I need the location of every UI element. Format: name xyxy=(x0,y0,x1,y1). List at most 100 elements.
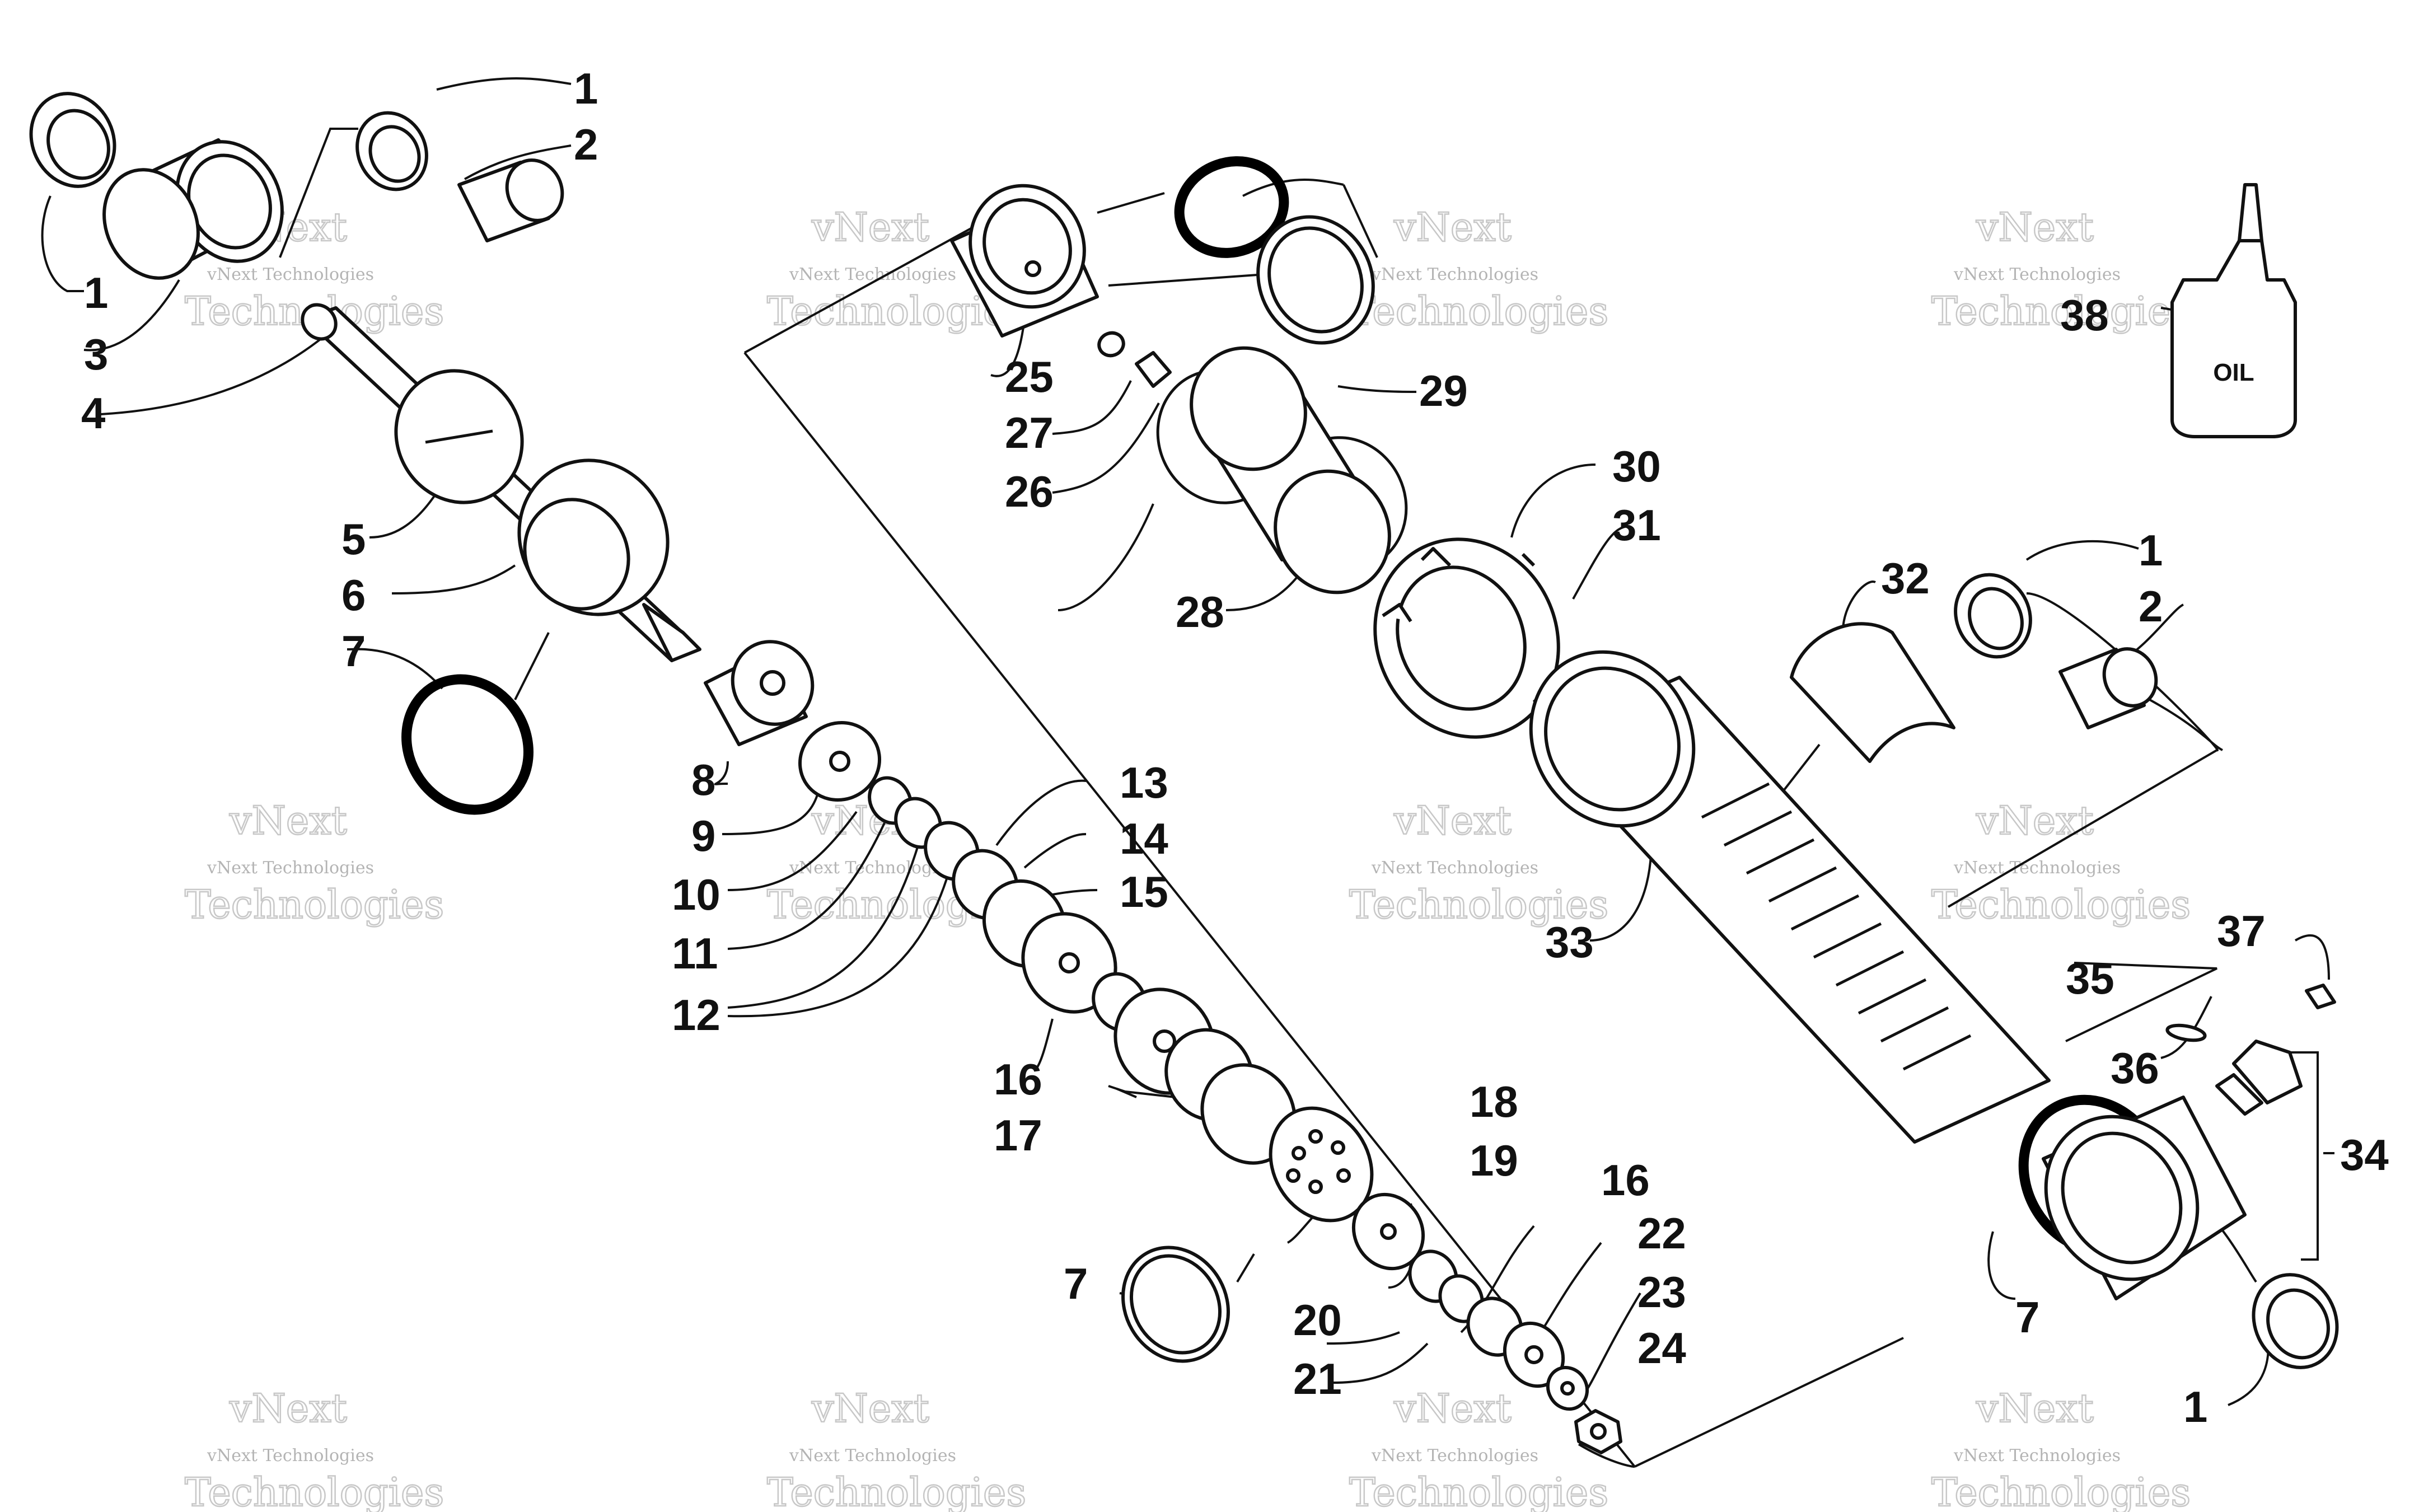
watermark-text: Technologies xyxy=(1349,1469,1608,1512)
callout-label: 22 xyxy=(1637,1209,1686,1258)
watermark-text: vNext Technologies xyxy=(1371,265,1538,284)
callout-label: 2 xyxy=(574,120,598,169)
piston-body xyxy=(394,369,524,504)
watermark-text: Technologies xyxy=(185,882,444,928)
bushing xyxy=(2252,1273,2339,1369)
shock-body xyxy=(1529,650,2051,1144)
watermark-text: vNext Technologies xyxy=(1953,1446,2121,1466)
shaft-eye-assembly xyxy=(517,458,701,662)
callout-label: 6 xyxy=(341,570,366,620)
watermark: vNext vNext Technologies Technologies xyxy=(1931,1385,2192,1512)
callout-label: 7 xyxy=(2015,1293,2039,1342)
callout-label: 10 xyxy=(672,870,720,919)
valve-core xyxy=(1135,351,1172,388)
callout-label: 3 xyxy=(84,330,108,379)
watermark-text: vNext Technologies xyxy=(207,1446,374,1466)
watermark-text: vNext xyxy=(1393,1385,1512,1431)
callout-label: 31 xyxy=(1612,500,1661,550)
bushing xyxy=(29,92,116,188)
watermark-text: vNext Technologies xyxy=(789,265,956,284)
watermark: vNext vNext Technologies Technologies xyxy=(1349,797,1609,929)
cap-screw xyxy=(2305,984,2336,1009)
callout-label: 12 xyxy=(672,990,720,1040)
watermark-text: vNext Technologies xyxy=(207,265,374,284)
callout-label: 16 xyxy=(1601,1155,1650,1205)
callout-label: 24 xyxy=(1637,1323,1686,1373)
watermark-text: vNext xyxy=(1976,204,2094,250)
watermark-text: vNext Technologies xyxy=(1371,1446,1538,1466)
callout-label: 17 xyxy=(994,1111,1042,1160)
watermark-text: vNext Technologies xyxy=(789,1446,956,1466)
watermark: vNext vNext Technologies Technologies xyxy=(1349,1385,1609,1512)
watermark-text: Technologies xyxy=(767,1469,1026,1512)
small-o-ring xyxy=(1097,331,1125,358)
washer xyxy=(798,720,882,802)
callout-label: 1 xyxy=(2139,526,2163,575)
callout-label: 33 xyxy=(1545,918,1594,967)
callout-layer: 1 2 1 3 4 5 6 7 8 9 10 11 12 13 14 15 16… xyxy=(81,64,2389,1431)
callout-label: 14 xyxy=(1120,814,1168,863)
watermark-text: vNext Technologies xyxy=(1953,858,2121,878)
watermark: vNext vNext Technologies Technologies xyxy=(184,1385,445,1512)
bushing xyxy=(355,111,428,191)
callout-label: 9 xyxy=(691,811,715,860)
washer xyxy=(1546,1365,1589,1411)
callout-label: 16 xyxy=(994,1055,1042,1104)
o-ring xyxy=(1174,156,1289,258)
callout-label: 32 xyxy=(1881,554,1930,603)
piston-ring xyxy=(1256,215,1375,345)
callout-label: 25 xyxy=(1005,352,1054,401)
callout-label: 20 xyxy=(1293,1295,1342,1345)
callout-label: 7 xyxy=(2015,1293,2039,1342)
callout-label: 2 xyxy=(2139,582,2163,631)
watermark-text: Technologies xyxy=(1931,1469,2191,1512)
bumper xyxy=(704,640,815,746)
watermark-text: vNext xyxy=(811,1385,929,1431)
watermark-text: vNext xyxy=(1976,798,2094,844)
watermark-text: vNext xyxy=(1976,1385,2094,1431)
bushing xyxy=(1954,573,2032,659)
nut xyxy=(1574,1409,1622,1454)
heat-shield xyxy=(1790,622,1955,763)
oil-bottle-label: OIL xyxy=(2213,359,2254,386)
callout-label: 28 xyxy=(1176,587,1224,636)
watermark-text: Technologies xyxy=(1931,288,2191,334)
watermark-text: Technologies xyxy=(1931,882,2191,928)
callout-label: 19 xyxy=(1470,1136,1518,1185)
spacer xyxy=(2058,647,2158,729)
callout-label: 35 xyxy=(2066,954,2114,1003)
watermark-text: Technologies xyxy=(1349,882,1608,928)
body-cap xyxy=(2042,1096,2247,1300)
watermark-text: vNext xyxy=(229,1385,347,1431)
callout-label: 11 xyxy=(672,929,718,978)
callout-label: 7 xyxy=(341,626,366,676)
callout-label: 5 xyxy=(341,514,366,564)
oil-bottle: OIL xyxy=(2170,183,2297,438)
callout-label: 21 xyxy=(1293,1354,1342,1403)
watermark: vNext vNext Technologies Technologies xyxy=(1931,204,2192,335)
callout-label: 38 xyxy=(2060,291,2109,340)
callout-label: 26 xyxy=(1005,467,1054,516)
watermark: vNext vNext Technologies Technologies xyxy=(1931,797,2192,929)
callout-label: 37 xyxy=(2217,906,2266,956)
callout-label: 7 xyxy=(1064,1259,1088,1308)
piston-band xyxy=(1121,1246,1230,1363)
watermark-text: vNext Technologies xyxy=(1953,265,2121,284)
watermark-text: vNext Technologies xyxy=(207,858,374,878)
callout-label: 27 xyxy=(1005,408,1054,457)
reservoir-piston xyxy=(950,184,1099,338)
spring-collar xyxy=(1373,537,1560,739)
callout-label: 1 xyxy=(2183,1382,2207,1431)
washer xyxy=(1351,1192,1425,1271)
callout-label: 18 xyxy=(1470,1077,1518,1126)
parts-layer: OIL xyxy=(29,92,2339,1454)
shim-stack xyxy=(868,776,1297,1165)
watermark-text: Technologies xyxy=(1349,288,1608,334)
watermark-layer: vNext vNext Technologies Technologies vN… xyxy=(184,204,2192,1512)
callout-label: 30 xyxy=(1612,442,1661,491)
callout-label: 1 xyxy=(574,64,598,113)
watermark-text: vNext xyxy=(229,798,347,844)
callout-label: 4 xyxy=(81,388,105,438)
watermark: vNext vNext Technologies Technologies xyxy=(184,204,445,335)
callout-label: 1 xyxy=(84,268,108,317)
